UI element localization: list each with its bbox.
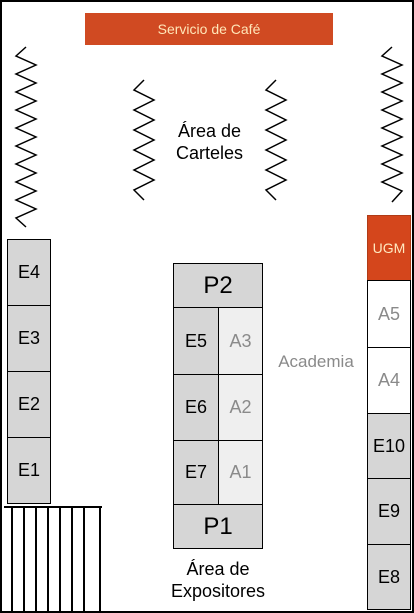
zigzag-divider-left-inner xyxy=(132,79,156,201)
booth-e8[interactable]: E8 xyxy=(367,544,411,610)
booth-p2[interactable]: P2 xyxy=(173,263,263,308)
exhibitors-area-label: Área de Expositores xyxy=(158,558,278,602)
booth-e6-label: E6 xyxy=(184,397,208,417)
poster-area-label-line1: Área de xyxy=(177,121,242,141)
poster-area-label-line2: Carteles xyxy=(175,143,244,163)
booth-p2-label: P2 xyxy=(203,271,233,299)
booth-e7-label: E7 xyxy=(184,462,208,482)
exhibitors-area-label-line1: Área de xyxy=(186,559,250,579)
booth-e1[interactable]: E1 xyxy=(7,437,51,504)
booth-e6[interactable]: E6 xyxy=(173,374,219,441)
booth-e2[interactable]: E2 xyxy=(7,371,51,438)
booth-p1-label: P1 xyxy=(203,512,233,540)
zigzag-divider-left-outer xyxy=(14,46,38,228)
booth-a2[interactable]: A2 xyxy=(218,374,263,441)
poster-area-label: Área de Carteles xyxy=(152,120,267,164)
booth-e4-label: E4 xyxy=(17,262,41,282)
coffee-service-area[interactable]: Servicio de Café xyxy=(85,13,333,45)
booth-e10-label: E10 xyxy=(372,435,406,456)
booth-a5[interactable]: A5 xyxy=(367,280,411,348)
booth-e7[interactable]: E7 xyxy=(173,440,219,505)
booth-a3[interactable]: A3 xyxy=(218,307,263,375)
booth-e3-label: E3 xyxy=(17,328,41,348)
booth-a1-label: A1 xyxy=(229,462,252,482)
exhibitors-area-label-line2: Expositores xyxy=(170,581,266,601)
stairs-icon xyxy=(4,506,102,613)
booth-e5-label: E5 xyxy=(184,330,208,351)
coffee-service-label: Servicio de Café xyxy=(157,21,261,37)
booth-e4[interactable]: E4 xyxy=(7,239,51,306)
booth-e1-label: E1 xyxy=(17,460,41,480)
zigzag-divider-right-inner xyxy=(264,79,288,201)
booth-ugm-label: UGM xyxy=(372,240,406,256)
booth-e9[interactable]: E9 xyxy=(367,478,411,545)
booth-a2-label: A2 xyxy=(229,397,252,417)
booth-e3[interactable]: E3 xyxy=(7,305,51,372)
booth-a4-label: A4 xyxy=(377,370,401,390)
booth-a4[interactable]: A4 xyxy=(367,347,411,414)
booth-a3-label: A3 xyxy=(229,330,252,351)
booth-ugm[interactable]: UGM xyxy=(367,215,411,281)
booth-a5-label: A5 xyxy=(377,303,401,324)
booth-e2-label: E2 xyxy=(17,394,41,414)
booth-e8-label: E8 xyxy=(377,566,401,587)
zigzag-divider-right-outer xyxy=(380,46,404,203)
booth-p1[interactable]: P1 xyxy=(173,504,263,549)
booth-e9-label: E9 xyxy=(377,501,401,521)
booth-e5[interactable]: E5 xyxy=(173,307,219,375)
booth-e10[interactable]: E10 xyxy=(367,413,411,479)
booth-a1[interactable]: A1 xyxy=(218,440,263,505)
academia-label: Academia xyxy=(278,352,354,371)
